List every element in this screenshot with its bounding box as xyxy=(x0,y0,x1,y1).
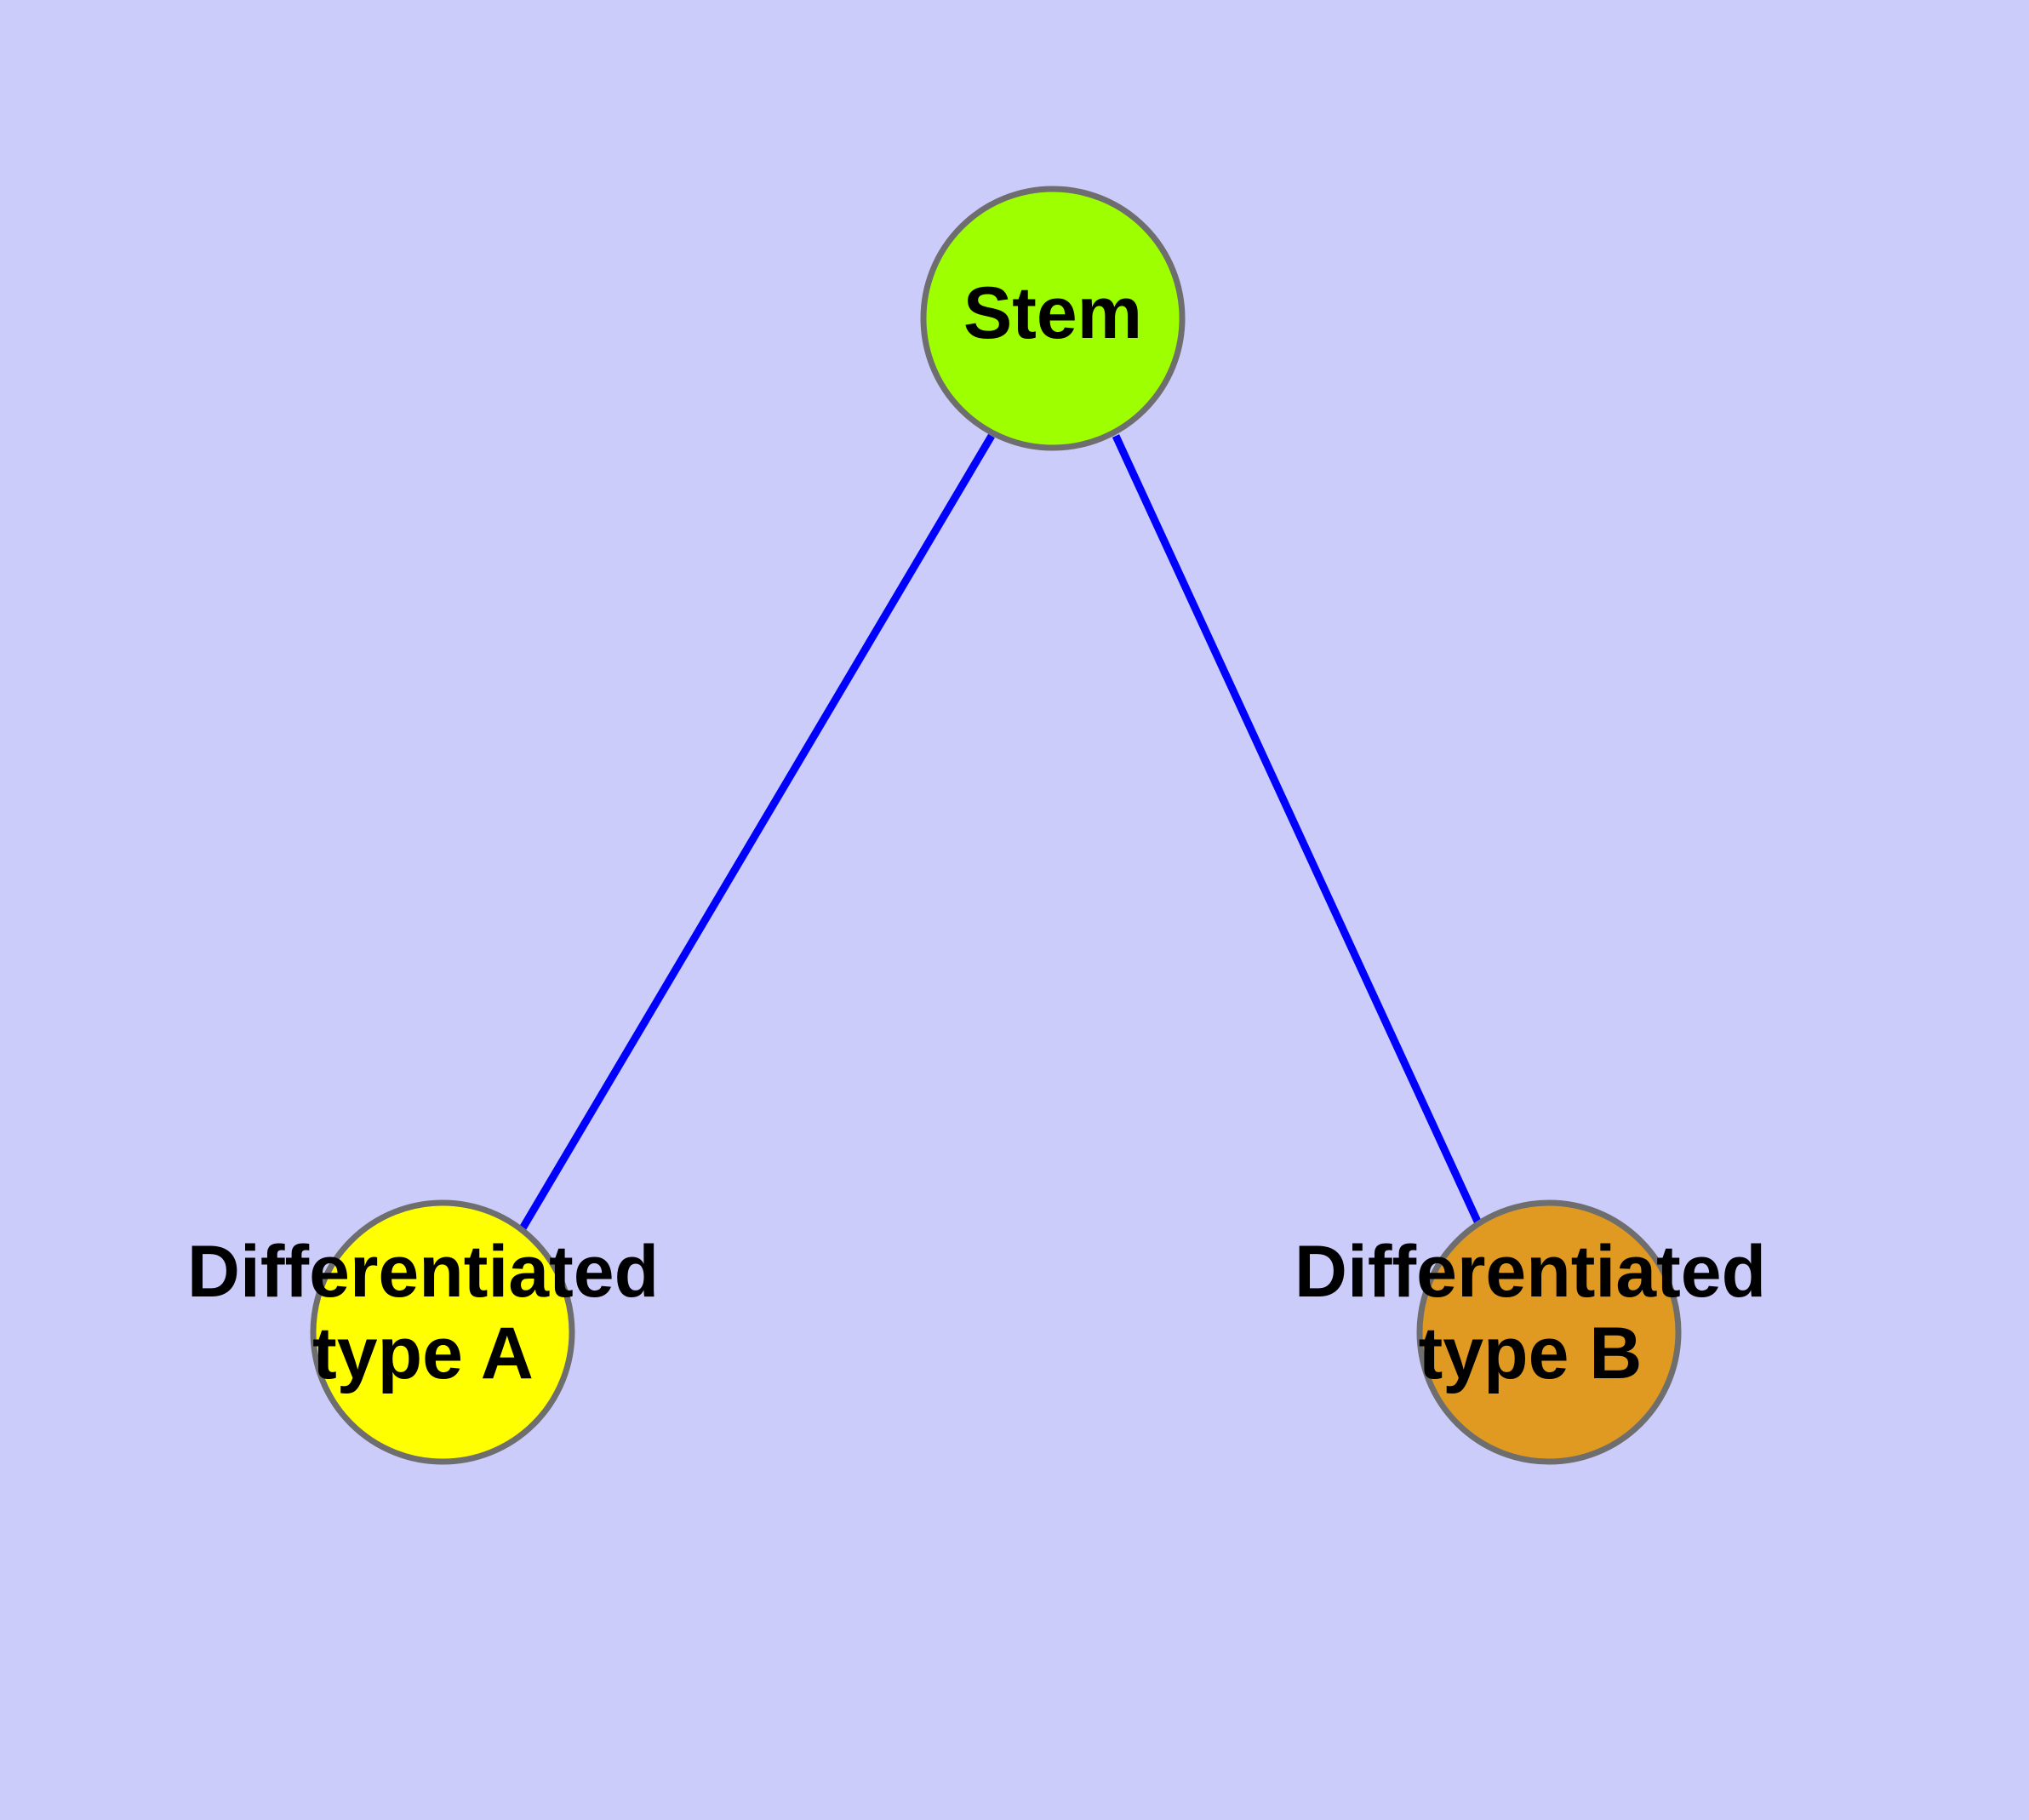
graph-node-label-line: type A xyxy=(312,1313,534,1394)
node-layer xyxy=(310,186,1682,1465)
edge-layer xyxy=(519,433,1483,1231)
graph-node-label-line: Stem xyxy=(963,272,1142,354)
graph-edge-stem-to-diff-a[interactable] xyxy=(519,433,995,1231)
graph-node-diff_b[interactable] xyxy=(1416,1199,1682,1465)
graph-node-label-stem: Stem xyxy=(963,272,1142,354)
graph-node-stem[interactable] xyxy=(920,186,1186,451)
graph-node-label-line: type B xyxy=(1419,1313,1643,1394)
graph-edge-stem-to-diff-b[interactable] xyxy=(1112,434,1483,1225)
graph-node-label-line: Differentiated xyxy=(1295,1231,1766,1313)
graph-node-diff_a[interactable] xyxy=(310,1199,575,1465)
graph-node-label-line: Differentiated xyxy=(187,1231,659,1313)
